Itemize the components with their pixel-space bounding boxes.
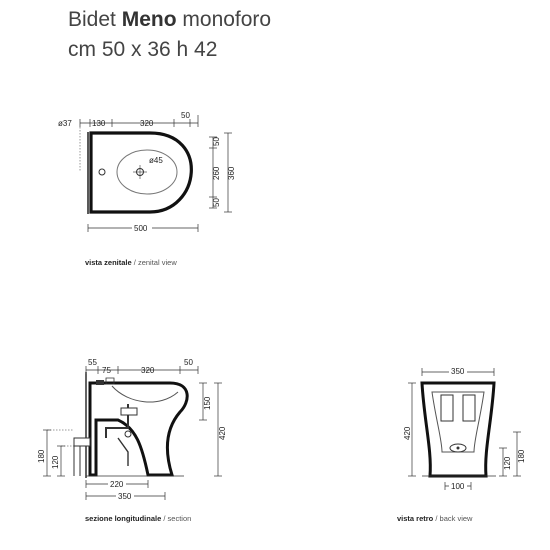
caption-bold: vista retro xyxy=(397,514,434,523)
title-model: Meno xyxy=(121,8,177,31)
section-view-caption: sezione longitudinale / section xyxy=(85,514,191,523)
dim-320: 320 xyxy=(141,366,155,375)
top-view-caption: vista zenitale / zenital view xyxy=(85,258,177,267)
section-view-drawing: 55 75 320 50 150 420 180 120 220 350 xyxy=(37,358,227,501)
dim-350: 350 xyxy=(118,492,132,501)
product-title: Bidet Meno monoforo xyxy=(68,6,271,33)
bowl-outline-top xyxy=(116,149,178,195)
product-dimensions: cm 50 x 36 h 42 xyxy=(68,38,218,61)
bidet-section-outline xyxy=(88,381,189,477)
dim-420: 420 xyxy=(403,426,412,440)
dim-500: 500 xyxy=(134,224,148,233)
dim-drain: ø45 xyxy=(149,156,163,165)
dim-50-right-bottom: 50 xyxy=(212,198,221,207)
dim-75: 75 xyxy=(102,366,111,375)
dim-180: 180 xyxy=(37,449,46,463)
dim-120: 120 xyxy=(51,455,60,469)
dim-130: 130 xyxy=(92,119,106,128)
dim-50: 50 xyxy=(184,358,193,367)
title-prefix: Bidet xyxy=(68,8,116,31)
tap-hole xyxy=(98,168,106,176)
bidet-outline-top xyxy=(89,131,193,214)
dim-260: 260 xyxy=(212,166,221,180)
caption-light: / back view xyxy=(435,514,473,523)
dim-180: 180 xyxy=(517,449,526,463)
caption-bold: sezione longitudinale xyxy=(85,514,162,523)
dim-420: 420 xyxy=(218,426,227,440)
caption-light: / section xyxy=(163,514,192,523)
caption-light: / zenital view xyxy=(133,258,177,267)
top-view-drawing: ø37 130 320 50 ø45 50 260 360 50 500 xyxy=(58,111,236,233)
dim-320: 320 xyxy=(140,119,154,128)
back-view-caption: vista retro / back view xyxy=(397,514,472,523)
dim-120: 120 xyxy=(503,456,512,470)
dim-50-right-top: 50 xyxy=(212,137,221,146)
back-view-drawing: 350 420 120 180 100 xyxy=(403,366,526,491)
dim-360: 360 xyxy=(227,166,236,180)
dim-220: 220 xyxy=(110,480,124,489)
dim-55: 55 xyxy=(88,358,97,367)
dim-150: 150 xyxy=(203,396,212,410)
title-suffix: monoforo xyxy=(182,8,272,31)
dim-tap-hole: ø37 xyxy=(58,119,72,128)
dim-50-top: 50 xyxy=(181,111,190,120)
dim-100: 100 xyxy=(451,482,465,491)
dim-350: 350 xyxy=(451,367,465,376)
caption-bold: vista zenitale xyxy=(85,258,132,267)
